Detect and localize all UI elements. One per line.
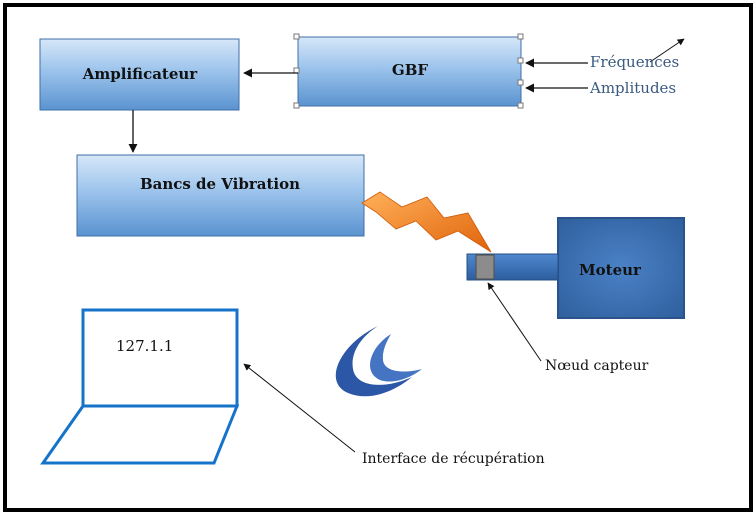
sensor-node-icon xyxy=(475,254,495,280)
moteur-label: Moteur xyxy=(579,261,642,279)
frequences-label: Fréquences xyxy=(590,53,679,71)
amplitudes-label: Amplitudes xyxy=(589,79,676,97)
selection-handle xyxy=(293,67,300,74)
amplificateur-label: Amplificateur xyxy=(82,65,199,83)
moteur-block: Moteur xyxy=(557,217,685,319)
gbf-block: GBF xyxy=(293,33,524,109)
selection-handle xyxy=(517,33,524,40)
selection-handle xyxy=(517,79,524,86)
bancs-vibration-label: Bancs de Vibration xyxy=(140,175,300,193)
selection-handle xyxy=(293,102,300,109)
selection-handle xyxy=(517,57,524,64)
noeud-capteur-pointer xyxy=(487,282,542,362)
laptop-screen xyxy=(81,308,239,408)
frequences-adjust-arrow xyxy=(649,38,685,63)
gbf-label: GBF xyxy=(392,61,428,79)
laptop-screen-text: 127.1.1 xyxy=(116,337,173,355)
laptop-icon: 127.1.1 xyxy=(40,308,240,465)
wireless-link-icon xyxy=(361,191,492,253)
selection-handle xyxy=(293,33,300,40)
noeud-capteur-label: Nœud capteur xyxy=(545,358,649,374)
laptop-keyboard xyxy=(40,404,240,465)
outer-frame xyxy=(3,3,753,512)
selection-handle xyxy=(517,102,524,109)
interface-label: Interface de récupération xyxy=(362,451,545,467)
bancs-vibration-block: Bancs de Vibration xyxy=(76,154,365,237)
swoosh-logo-icon xyxy=(335,326,422,397)
amplificateur-block: Amplificateur xyxy=(39,38,240,111)
interface-pointer xyxy=(243,363,356,453)
